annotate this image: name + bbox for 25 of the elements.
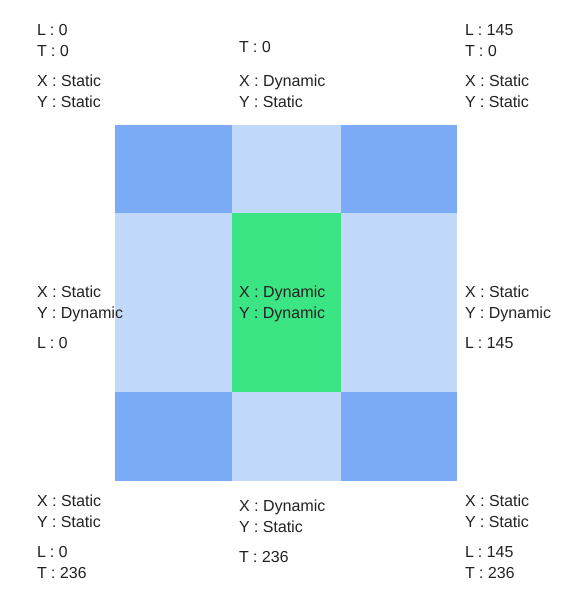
axis-mode-label: X : Static Y : Static [465,72,530,113]
edge-slice [341,213,457,392]
axis-mode-label: X : Static Y : Static [465,492,530,533]
offset-label: L : 145 T : 236 [465,543,515,584]
offset-label: L : 0 T : 236 [37,543,87,584]
offset-label: T : 236 [239,548,289,568]
corner-slice [341,125,457,213]
offset-label: L : 0 T : 0 [37,21,69,62]
axis-mode-label: X : Dynamic Y : Static [239,72,326,113]
axis-mode-label: X : Static Y : Dynamic [37,283,123,324]
offset-label: L : 145 T : 0 [465,21,514,62]
axis-mode-label: X : Static Y : Static [37,72,102,113]
axis-mode-label: X : Dynamic Y : Dynamic [239,283,326,324]
offset-label: L : 0 [37,334,68,354]
corner-slice [341,392,457,481]
axis-mode-label: X : Static Y : Static [37,492,102,533]
edge-slice [232,125,341,213]
axis-mode-label: X : Static Y : Dynamic [465,283,551,324]
center-slice [232,213,341,392]
offset-label: T : 0 [239,38,271,58]
corner-slice [115,125,232,213]
edge-slice [232,392,341,481]
offset-label: L : 145 [465,334,514,354]
corner-slice [115,392,232,481]
axis-mode-label: X : Dynamic Y : Static [239,497,326,538]
